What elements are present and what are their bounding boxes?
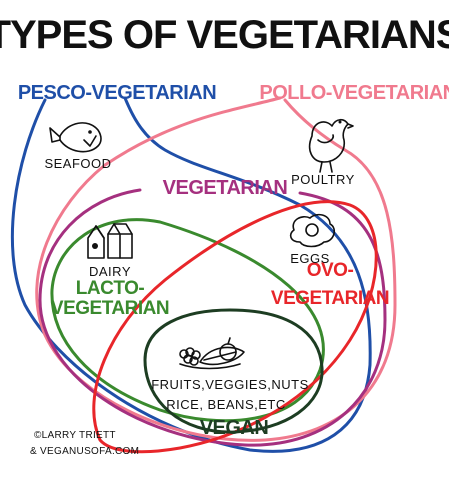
fried-egg-icon xyxy=(289,213,336,248)
chicken-icon xyxy=(308,118,354,173)
vegan-label: VEGAN xyxy=(200,417,269,439)
dairy-label: DAIRY xyxy=(89,264,131,279)
vegan-foods-line2: RICE, BEANS,ETC xyxy=(166,397,285,412)
produce-icon xyxy=(179,337,245,370)
pollo-vegetarian-label: POLLO-VEGETARIAN xyxy=(259,82,449,104)
lacto-vegetarian-loop xyxy=(50,218,325,423)
vegetarian-label: VEGETARIAN xyxy=(163,177,288,199)
eggs-label: EGGS xyxy=(290,251,330,266)
ovo-vegetarian-label-line2: VEGETARIAN xyxy=(271,288,389,309)
ovo-vegetarian-loop xyxy=(92,200,378,454)
vegetarian-loop xyxy=(38,188,387,447)
pesco-vegetarian-label: PESCO-VEGETARIAN xyxy=(18,82,216,104)
page-title: TYPES OF VEGETARIANS xyxy=(0,13,449,57)
poultry-label: POULTRY xyxy=(291,172,355,187)
vegan-foods-line1: FRUITS,VEGGIES,NUTS xyxy=(151,377,309,392)
vegan-loop xyxy=(143,308,324,434)
milk-cartons-icon xyxy=(87,223,133,259)
fish-icon xyxy=(49,122,102,153)
pollo-vegetarian-loop xyxy=(35,96,397,442)
pesco-vegetarian-loop xyxy=(10,96,372,453)
lacto-vegetarian-label-line2: VEGETARIAN xyxy=(51,298,169,319)
credit-line1: ©LARRY TRIETT xyxy=(34,430,116,441)
credit-line2: & VEGANUSOFA.COM xyxy=(30,446,139,457)
lacto-vegetarian-label-line1: LACTO- xyxy=(76,278,145,299)
ovo-vegetarian-label-line1: OVO- xyxy=(307,260,354,281)
seafood-label: SEAFOOD xyxy=(44,156,111,171)
